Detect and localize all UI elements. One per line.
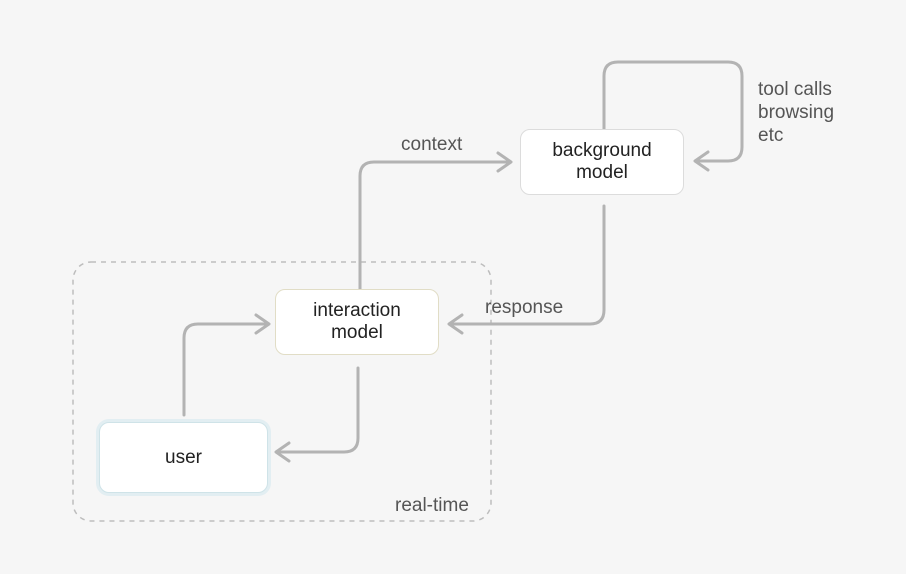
interaction-to-user-arrow — [277, 366, 360, 454]
user-label: user — [165, 446, 202, 468]
response-arrowhead — [447, 313, 464, 335]
response-label: response — [485, 297, 564, 318]
interaction-model-label-line1: interaction — [313, 300, 401, 321]
interaction-model-node: interaction model — [275, 289, 439, 355]
realtime-group-border — [72, 261, 492, 522]
background-model-label-line1: background — [552, 140, 652, 161]
realtime-group-label: real-time — [395, 495, 469, 516]
interaction-model-label-line2: model — [331, 322, 383, 343]
tool-loop-arrowhead — [693, 150, 710, 172]
context-label: context — [401, 134, 463, 155]
context-arrowhead — [496, 151, 513, 173]
background-model-node: background model — [520, 129, 684, 195]
tool-loop-arrow — [602, 60, 744, 163]
tool-loop-label-line1: tool calls — [758, 79, 832, 100]
response-arrow — [450, 204, 606, 326]
user-node: user — [99, 422, 268, 493]
interaction-to-user-arrowhead — [274, 441, 291, 463]
tool-loop-label-line2: browsing — [758, 102, 835, 123]
tool-loop-label: tool calls browsing etc — [758, 78, 834, 147]
user-to-interaction-arrowhead — [254, 313, 271, 335]
context-arrow — [358, 160, 510, 291]
user-to-interaction-arrow — [182, 322, 268, 417]
tool-loop-label-line3: etc — [758, 125, 784, 146]
background-model-label-line2: model — [576, 162, 628, 183]
